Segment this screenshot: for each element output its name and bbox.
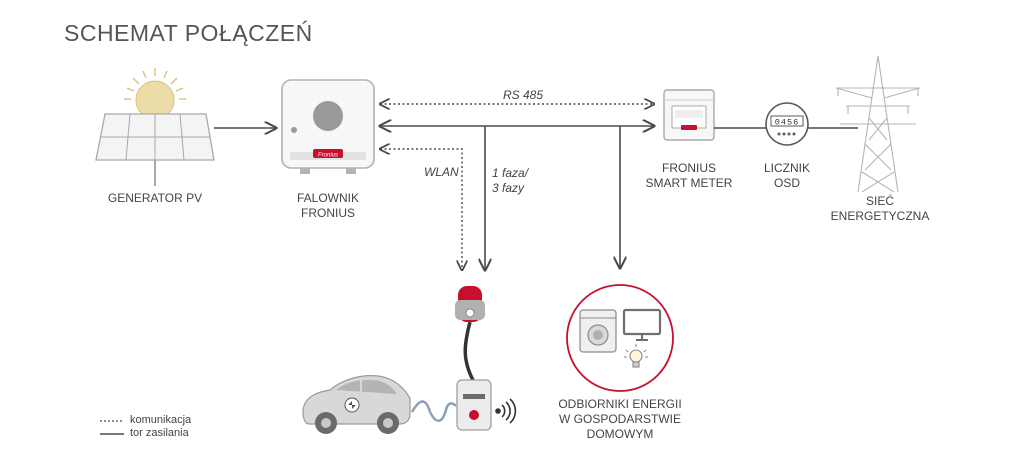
pv-generator-icon xyxy=(95,68,215,186)
power-pylon-icon xyxy=(835,55,921,193)
tv-icon xyxy=(622,308,662,341)
sun-icon xyxy=(124,68,186,120)
legend-communication-label: komunikacja xyxy=(130,414,192,426)
light-bulb-icon xyxy=(624,344,648,368)
phase-label: 1 faza/ 3 fazy xyxy=(492,166,529,195)
smart-meter-label: FRONIUS SMART METER xyxy=(645,161,733,190)
svg-text:Fronius: Fronius xyxy=(318,153,338,159)
electric-car-icon xyxy=(302,375,411,434)
wallbox-charger-icon xyxy=(455,286,492,431)
household-consumers-label: ODBIORNIKI ENERGII W GOSPODARSTWIE DOMOW… xyxy=(558,397,682,441)
svg-text:0456: 0456 xyxy=(775,118,799,128)
osd-meter-label: LICZNIK OSD xyxy=(763,161,810,190)
household-consumers-icon xyxy=(566,284,674,392)
inverter-label: FALOWNIK FRONIUS xyxy=(296,191,359,220)
wlan-label: WLAN xyxy=(424,165,459,179)
charging-cable-icon xyxy=(410,400,457,422)
pv-generator-label: GENERATOR PV xyxy=(107,191,203,205)
wireless-signal-icon xyxy=(495,398,517,424)
smart-meter-icon xyxy=(663,89,715,141)
solar-panel-icon xyxy=(95,113,215,186)
inverter-brand-badge xyxy=(313,149,343,158)
rs485-label: RS 485 xyxy=(503,88,544,102)
legend-power-label: tor zasilania xyxy=(130,427,189,439)
wlan-link xyxy=(380,149,462,270)
osd-meter-icon: 0456 xyxy=(765,102,809,146)
inverter-icon: Fronius xyxy=(281,79,375,174)
diagram-title: SCHEMAT POŁĄCZEŃ xyxy=(64,20,313,46)
washing-machine-icon xyxy=(579,309,617,353)
grid-label: SIEĆ ENERGETYCZNA xyxy=(830,194,930,223)
